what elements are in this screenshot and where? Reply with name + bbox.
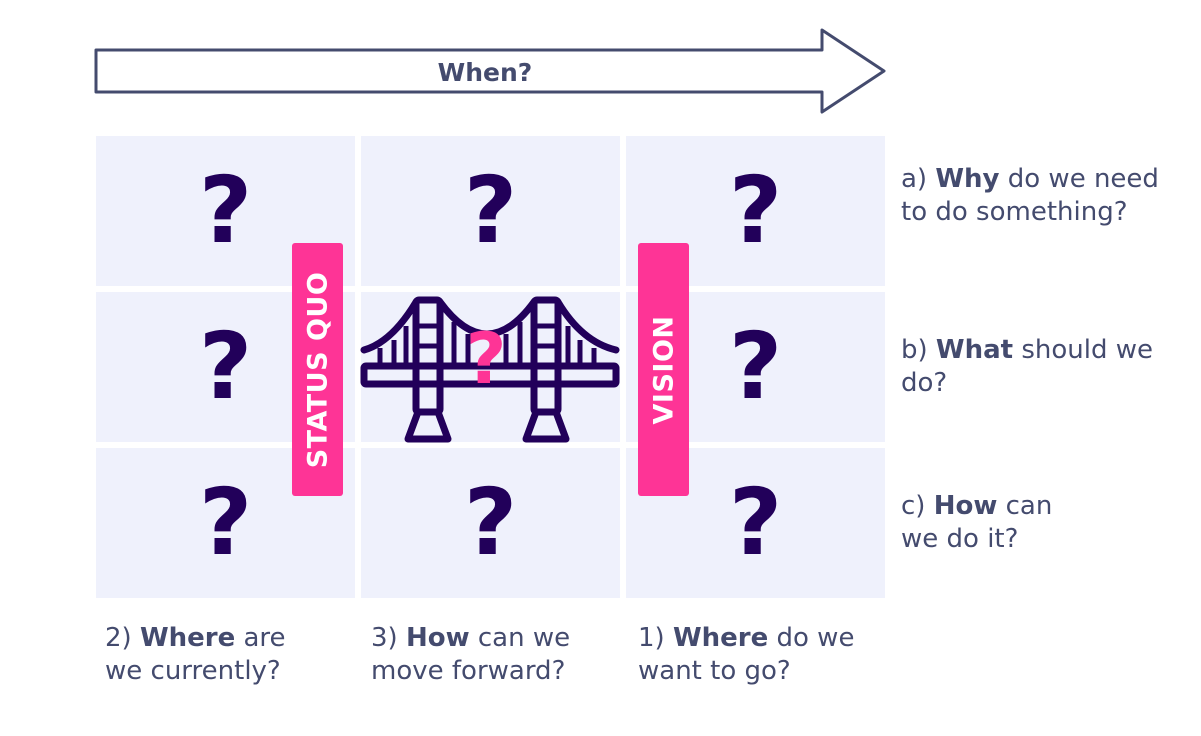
col-label-where-current: 2) Where are we currently? (105, 622, 305, 688)
question-mark-icon: ? (198, 157, 253, 264)
col-label-keyword: Where (139, 623, 236, 653)
suspension-bridge-icon (360, 296, 620, 443)
row-label-rest: can we do it? (901, 491, 1053, 554)
row-label-why: a) Why do we need to do something? (901, 163, 1181, 229)
question-mark-icon: ? (198, 469, 253, 576)
col-label-prefix: 2) (105, 623, 140, 653)
arrow-label: When? (437, 57, 533, 87)
question-mark-icon: ? (198, 313, 253, 420)
row-label-how: c) How can we do it? (901, 490, 1081, 556)
row-label-rest: should we do? (901, 335, 1154, 398)
vision-label: VISION (648, 315, 679, 424)
col-label-prefix: 1) (638, 623, 673, 653)
right-arrow-icon (94, 28, 886, 114)
question-mark-icon: ? (463, 157, 518, 264)
row-label-keyword: Why (935, 164, 1000, 194)
col-label-rest: are we currently? (105, 623, 286, 686)
col-label-rest: do we want to go? (638, 623, 855, 686)
col-label-rest: can we move forward? (371, 623, 571, 686)
row-label-what: b) What should we do? (901, 334, 1181, 400)
question-mark-icon: ? (728, 469, 783, 576)
grid-cell: ? (626, 136, 885, 286)
grid-cell: ? (96, 448, 355, 598)
question-mark-icon: ? (463, 469, 518, 576)
question-mark-icon: ? (728, 313, 783, 420)
col-label-where-go: 1) Where do we want to go? (638, 622, 868, 688)
row-label-keyword: What (935, 335, 1014, 365)
row-label-prefix: a) (901, 164, 936, 194)
question-mark-icon: ? (728, 157, 783, 264)
bridge-question-mark-icon: ? (465, 318, 507, 400)
row-label-prefix: b) (901, 335, 936, 365)
row-label-keyword: How (933, 491, 998, 521)
grid-cell: ? (361, 136, 620, 286)
col-label-keyword: How (405, 623, 470, 653)
col-label-prefix: 3) (371, 623, 406, 653)
grid-cell: ? (626, 448, 885, 598)
when-arrow (94, 28, 886, 114)
col-label-how-forward: 3) How can we move forward? (371, 622, 591, 688)
grid-cell: ? (361, 448, 620, 598)
col-label-keyword: Where (672, 623, 769, 653)
status-quo-label: STATUS QUO (302, 271, 333, 468)
vision-bar: VISION (638, 243, 689, 496)
row-label-rest: do we need to do something? (901, 164, 1159, 227)
row-label-prefix: c) (901, 491, 934, 521)
status-quo-bar: STATUS QUO (292, 243, 343, 496)
